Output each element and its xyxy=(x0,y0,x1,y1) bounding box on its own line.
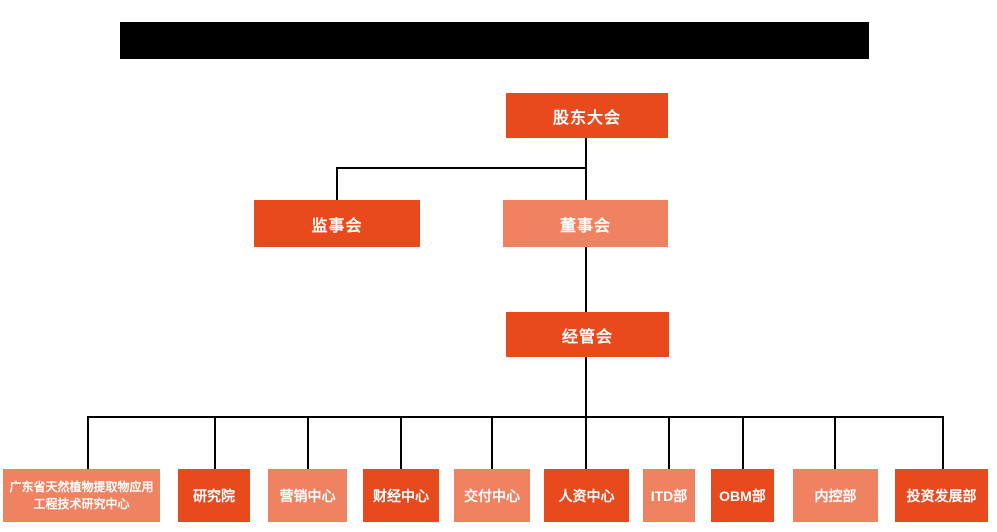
org-node-dept-delivery: 交付中心 xyxy=(454,469,530,522)
connector-directors-management xyxy=(585,247,587,312)
org-node-dept-obm: OBM部 xyxy=(711,469,774,522)
org-node-dept-internal-control: 内控部 xyxy=(793,469,878,522)
org-node-label: 营销中心 xyxy=(279,487,336,504)
connector-drop-10 xyxy=(942,416,944,469)
connector-drop-4 xyxy=(400,416,402,469)
org-node-dept-finance: 财经中心 xyxy=(363,469,439,522)
org-node-label: 经管会 xyxy=(561,328,613,346)
title-redacted-bar xyxy=(120,22,869,59)
org-node-label: 广东省天然植物提取物应用工程技术研究中心 xyxy=(9,479,154,511)
connector-drop-7 xyxy=(668,416,670,469)
org-node-management: 经管会 xyxy=(506,312,669,357)
org-node-label: ITD部 xyxy=(650,487,688,504)
connector-management-bus xyxy=(585,357,587,418)
org-node-label: 财经中心 xyxy=(373,487,429,504)
org-node-label: 监事会 xyxy=(311,217,363,235)
org-node-shareholders: 股东大会 xyxy=(506,93,668,138)
connector-branch-horizontal xyxy=(336,167,587,169)
connector-drop-5 xyxy=(491,416,493,469)
org-node-label: 研究院 xyxy=(193,487,235,504)
connector-drop-8 xyxy=(742,416,744,469)
org-node-label: OBM部 xyxy=(719,487,766,504)
org-node-label: 交付中心 xyxy=(464,487,520,504)
connector-bus-horizontal xyxy=(87,416,944,418)
org-node-label: 内控部 xyxy=(814,487,857,504)
connector-drop-3 xyxy=(307,416,309,469)
org-node-dept-itd: ITD部 xyxy=(643,469,695,522)
org-node-supervisors: 监事会 xyxy=(254,200,420,247)
connector-drop-6 xyxy=(585,416,587,469)
org-node-dept-research-institute: 研究院 xyxy=(178,469,250,522)
connector-shareholders-down xyxy=(585,138,587,200)
org-node-label: 人资中心 xyxy=(558,487,615,504)
connector-drop-1 xyxy=(87,416,89,469)
org-node-label: 董事会 xyxy=(559,217,611,235)
org-node-dept-marketing: 营销中心 xyxy=(268,469,347,522)
org-node-dept-hr: 人资中心 xyxy=(544,469,629,522)
org-node-dept-research-center: 广东省天然植物提取物应用工程技术研究中心 xyxy=(3,469,160,522)
org-node-dept-investment: 投资发展部 xyxy=(895,469,988,522)
org-node-label: 投资发展部 xyxy=(906,487,977,504)
org-node-directors: 董事会 xyxy=(503,200,668,247)
connector-drop-9 xyxy=(834,416,836,469)
connector-supervisors-drop xyxy=(336,167,338,200)
connector-drop-2 xyxy=(214,416,216,469)
org-node-label: 股东大会 xyxy=(552,109,621,127)
